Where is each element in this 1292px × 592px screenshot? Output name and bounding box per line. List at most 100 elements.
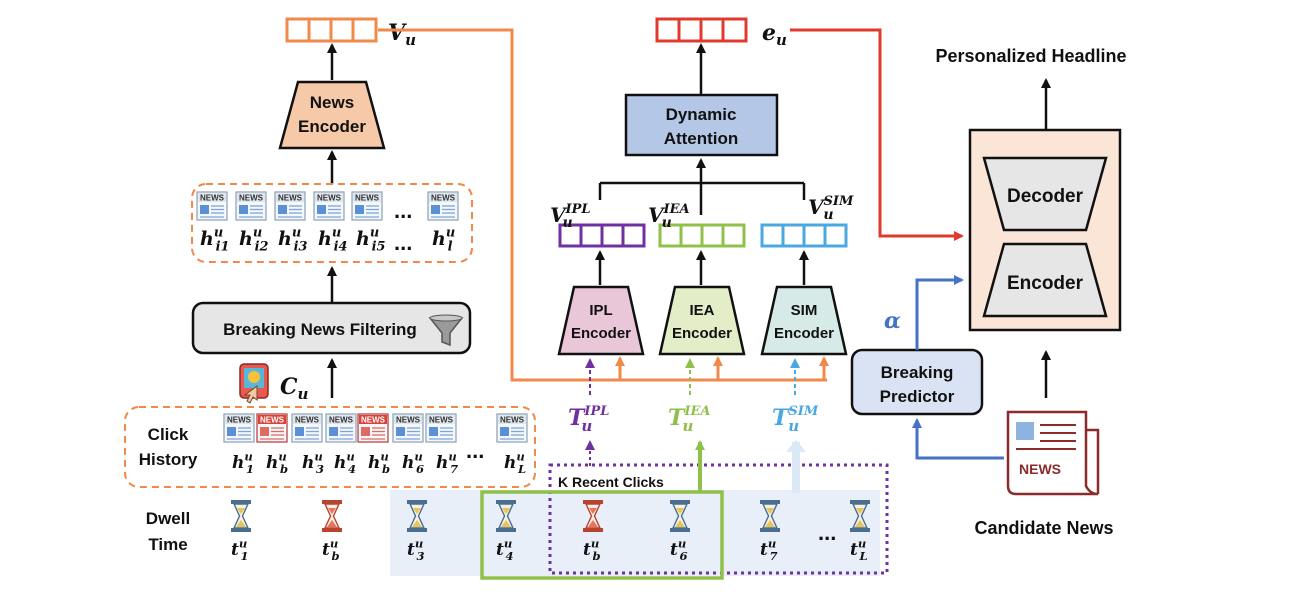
news-icon: NEWS: [357, 413, 389, 443]
vector-v-iea: [658, 223, 746, 248]
news-icon: NEWS: [196, 191, 228, 221]
news-icon-text: NEWS: [260, 416, 285, 425]
encoder-iea: IEA Encoder: [658, 285, 746, 356]
news-icon: NEWS: [351, 191, 383, 221]
v-u-label: Vu: [388, 20, 416, 49]
encoder-sim: SIM Encoder: [760, 285, 848, 356]
encoder-line1: IPL: [589, 302, 612, 319]
news-encoder: News Encoder: [278, 80, 386, 150]
vector-v-ipl: [558, 223, 646, 248]
breaking-predictor: Breaking Predictor: [850, 348, 984, 416]
click-user-icon: [239, 363, 269, 404]
hourglass-icon: [407, 500, 427, 532]
orange-vu-route: [378, 28, 827, 382]
hourglass-icon: [760, 500, 780, 532]
recent-clicks-window: [548, 463, 889, 575]
c-u-label: Cu: [280, 374, 309, 403]
news-encoder-line1: News: [310, 93, 354, 112]
predictor-line1: Breaking: [881, 363, 954, 382]
news-icon-text: NEWS: [500, 416, 525, 425]
red-eu-route: [790, 28, 964, 241]
encoder-line1: IEA: [689, 302, 714, 319]
encoder-line2: Encoder: [672, 325, 732, 342]
news-icon-text: NEWS: [200, 194, 225, 203]
newspaper-text: NEWS: [1019, 461, 1061, 477]
encoder-ipl: IPL Encoder: [557, 285, 645, 356]
click-history-line2: History: [139, 450, 198, 469]
decoder-label: Decoder: [1007, 186, 1084, 207]
attention-line2: Attention: [664, 129, 739, 148]
news-icon-text: NEWS: [355, 194, 380, 203]
encoder-label: Encoder: [1007, 273, 1084, 294]
funnel-icon: [428, 314, 464, 347]
dwell-ellipsis: ...: [818, 520, 836, 545]
news-icon: NEWS: [392, 413, 424, 443]
hourglass-icon: [670, 500, 690, 532]
vector-v-sim: [760, 223, 848, 248]
dwell-hourglasses: [231, 500, 870, 532]
three-encoders: IPL Encoder IEA Encoder SIM Encoder: [557, 285, 848, 356]
green-window: [480, 490, 724, 580]
news-icon: NEWS: [313, 191, 345, 221]
news-icon-text: NEWS: [396, 416, 421, 425]
news-icon-text: NEWS: [317, 194, 342, 203]
news-icon-text: NEWS: [239, 194, 264, 203]
history-ellipsis: ...: [466, 438, 484, 463]
news-icon: NEWS: [325, 413, 357, 443]
filtering-label: Breaking News Filtering: [223, 320, 417, 339]
alpha-label: α: [884, 308, 901, 334]
click-history-line1: Click: [148, 425, 189, 444]
news-icon: NEWS: [425, 413, 457, 443]
e-u-label: eu: [762, 20, 787, 49]
vector-v-u: [285, 17, 378, 43]
news-encoder-line2: Encoder: [298, 117, 366, 136]
newspaper-icon: NEWS: [1006, 410, 1100, 496]
breaking-news-filtering: Breaking News Filtering: [191, 301, 472, 355]
news-icon: NEWS: [427, 191, 459, 221]
news-icon: NEWS: [235, 191, 267, 221]
dwell-line1: Dwell: [146, 509, 190, 528]
hourglass-icon: [496, 500, 516, 532]
news-icon-text: NEWS: [361, 416, 386, 425]
filtered-ellipsis-top: ...: [394, 198, 412, 223]
filtered-news-icons: NEWS NEWS NEWS NEWS NEWS NEWS: [196, 191, 459, 221]
filtered-ellipsis-bottom: ...: [394, 230, 412, 255]
blue-candidate-route: [912, 418, 1004, 460]
filtered-history-box: [191, 183, 473, 263]
hourglass-icon: [850, 500, 870, 532]
encoder-line1: SIM: [791, 302, 818, 319]
blue-alpha-route: [915, 275, 964, 350]
news-icon: NEWS: [223, 413, 255, 443]
dynamic-attention: Dynamic Attention: [624, 93, 779, 157]
news-icon-text: NEWS: [429, 416, 454, 425]
sky-feed-arrowhead: [786, 440, 806, 452]
encoder-line2: Encoder: [774, 325, 834, 342]
encoder-line2: Encoder: [571, 325, 631, 342]
news-icon-text: NEWS: [227, 416, 252, 425]
hourglass-icon: [231, 500, 251, 532]
predictor-line2: Predictor: [880, 387, 955, 406]
attention-merge-lines: [598, 181, 806, 215]
news-icon-text: NEWS: [431, 194, 456, 203]
news-icon: NEWS: [291, 413, 323, 443]
news-icon: NEWS: [274, 191, 306, 221]
